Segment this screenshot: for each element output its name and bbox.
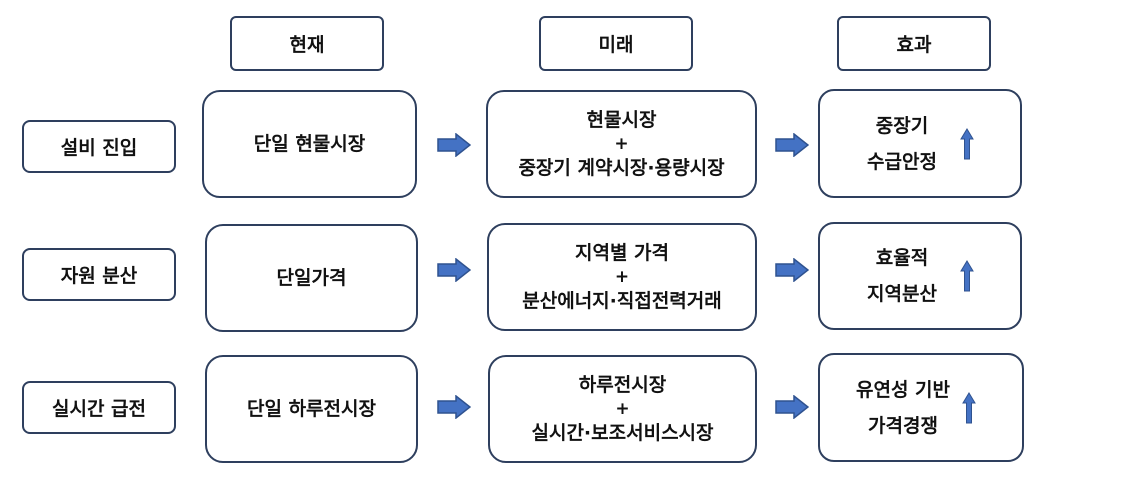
header-current: 현재 xyxy=(230,16,384,71)
row-label-3: 실시간 급전 xyxy=(22,381,176,434)
future-box-2: 지역별 가격 + 분산에너지·직접전력거래 xyxy=(487,223,757,331)
right-arrow-icon xyxy=(775,258,809,282)
row-label-text: 설비 진입 xyxy=(60,137,138,159)
future-line1: 지역별 가격 xyxy=(574,242,669,264)
effect-line2: 가격경쟁 xyxy=(868,414,938,437)
current-box-1: 단일 현물시장 xyxy=(202,90,417,198)
up-arrow-icon xyxy=(960,127,974,159)
row-label-2: 자원 분산 xyxy=(22,248,176,301)
header-effect-label: 효과 xyxy=(896,34,932,56)
future-box-3: 하루전시장 + 실시간·보조서비스시장 xyxy=(488,355,757,463)
effect-box-1: 중장기 수급안정 xyxy=(818,89,1022,198)
row-label-text: 실시간 급전 xyxy=(51,398,146,420)
effect-box-3: 유연성 기반 가격경쟁 xyxy=(818,353,1024,462)
current-text: 단일 현물시장 xyxy=(253,133,366,155)
effect-line1: 중장기 xyxy=(875,114,929,137)
effect-text: 유연성 기반 가격경쟁 xyxy=(820,355,986,460)
future-line2: 중장기 계약시장·용량시장 xyxy=(518,157,725,179)
header-current-label: 현재 xyxy=(289,34,325,56)
future-plus: + xyxy=(614,267,630,287)
effect-line1: 효율적 xyxy=(875,247,929,269)
future-line2: 실시간·보조서비스시장 xyxy=(531,422,714,444)
future-plus: + xyxy=(615,399,630,419)
effect-text: 효율적 지역분산 xyxy=(820,224,984,328)
current-text: 단일가격 xyxy=(276,267,347,289)
effect-line1: 유연성 기반 xyxy=(855,378,950,401)
current-box-3: 단일 하루전시장 xyxy=(205,355,418,463)
right-arrow-icon xyxy=(775,395,809,419)
effect-text: 중장기 수급안정 xyxy=(820,91,984,196)
current-text: 단일 하루전시장 xyxy=(247,398,376,420)
header-future-label: 미래 xyxy=(598,34,634,56)
future-line2: 분산에너지·직접전력거래 xyxy=(522,290,722,312)
up-arrow-icon xyxy=(960,260,974,292)
right-arrow-icon xyxy=(775,133,809,157)
future-line1: 현물시장 xyxy=(586,109,657,131)
header-effect: 효과 xyxy=(837,16,991,71)
right-arrow-icon xyxy=(437,133,471,157)
future-box-1: 현물시장 + 중장기 계약시장·용량시장 xyxy=(486,90,757,198)
row-label-text: 자원 분산 xyxy=(60,265,138,287)
effect-line2: 수급안정 xyxy=(867,150,937,173)
right-arrow-icon xyxy=(437,395,471,419)
effect-line2: 지역분산 xyxy=(867,283,937,305)
right-arrow-icon xyxy=(437,258,471,282)
effect-box-2: 효율적 지역분산 xyxy=(818,222,1022,330)
up-arrow-icon xyxy=(962,391,976,423)
header-future: 미래 xyxy=(539,16,693,71)
future-line1: 하루전시장 xyxy=(578,374,667,396)
current-box-2: 단일가격 xyxy=(205,224,418,332)
future-plus: + xyxy=(614,134,629,154)
row-label-1: 설비 진입 xyxy=(22,120,176,173)
